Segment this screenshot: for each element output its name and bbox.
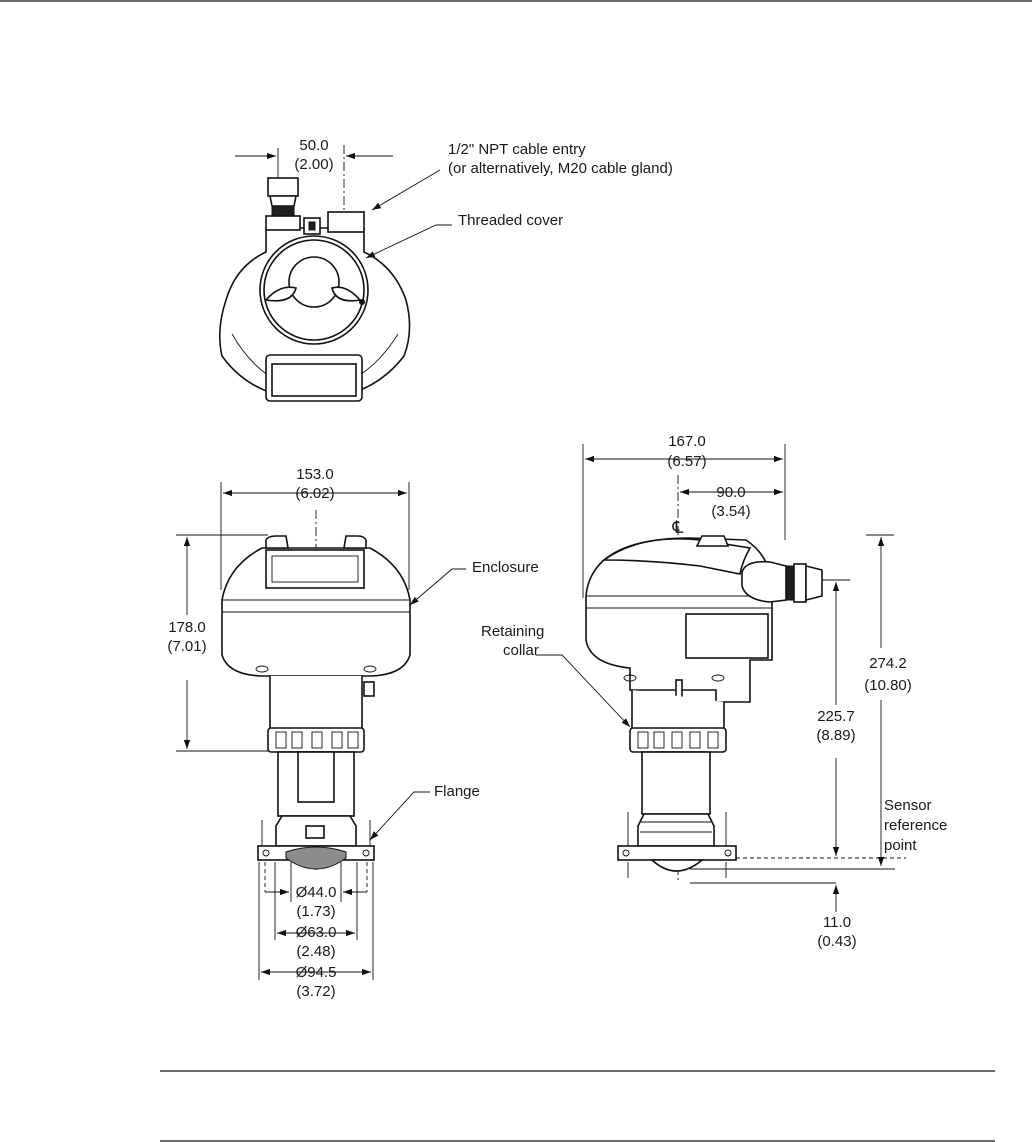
front-height-in: (7.01)	[167, 638, 206, 655]
retaining-collar-label-2: collar	[503, 642, 539, 659]
leader-lines	[366, 170, 630, 840]
ref-height-in: (8.89)	[816, 727, 855, 744]
side-offset-mm: 90.0	[716, 484, 745, 501]
cable-entry-label: 1/2" NPT cable entry	[448, 141, 586, 158]
dia-63-in: (2.48)	[296, 943, 335, 960]
cable-entry-alt-label: (or alternatively, M20 cable gland)	[448, 160, 673, 177]
top-width-mm: 50.0	[299, 137, 328, 154]
enclosure-label: Enclosure	[472, 559, 539, 576]
total-height-mm: 274.2	[869, 655, 907, 672]
sensor-ref-label-2: reference	[884, 817, 947, 834]
side-offset-in: (3.54)	[711, 503, 750, 520]
sensor-ref-label-1: Sensor	[884, 797, 932, 814]
threaded-cover-label: Threaded cover	[458, 212, 563, 229]
dia-44-mm: Ø44.0	[296, 884, 337, 901]
dia-63-mm: Ø63.0	[296, 924, 337, 941]
dia-94-mm: Ø94.5	[296, 964, 337, 981]
top-view	[220, 145, 410, 401]
ref-height-mm: 225.7	[817, 708, 855, 725]
side-width-mm: 167.0	[668, 433, 706, 450]
flange-label: Flange	[434, 783, 480, 800]
front-height-mm: 178.0	[168, 619, 206, 636]
top-width-in: (2.00)	[294, 156, 333, 173]
centerline-symbol: ℄	[672, 518, 684, 537]
retaining-collar-label-1: Retaining	[481, 623, 544, 640]
front-view	[176, 482, 410, 980]
front-width-mm: 153.0	[296, 466, 334, 483]
dia-94-in: (3.72)	[296, 983, 335, 1000]
dia-44-in: (1.73)	[296, 903, 335, 920]
front-width-in: (6.02)	[295, 485, 334, 502]
lens-offset-mm: 11.0	[823, 914, 851, 931]
side-width-in: (6.57)	[667, 453, 706, 470]
lens-offset-in: (0.43)	[817, 933, 856, 950]
sensor-ref-label-3: point	[884, 837, 917, 854]
total-height-in: (10.80)	[864, 677, 912, 694]
